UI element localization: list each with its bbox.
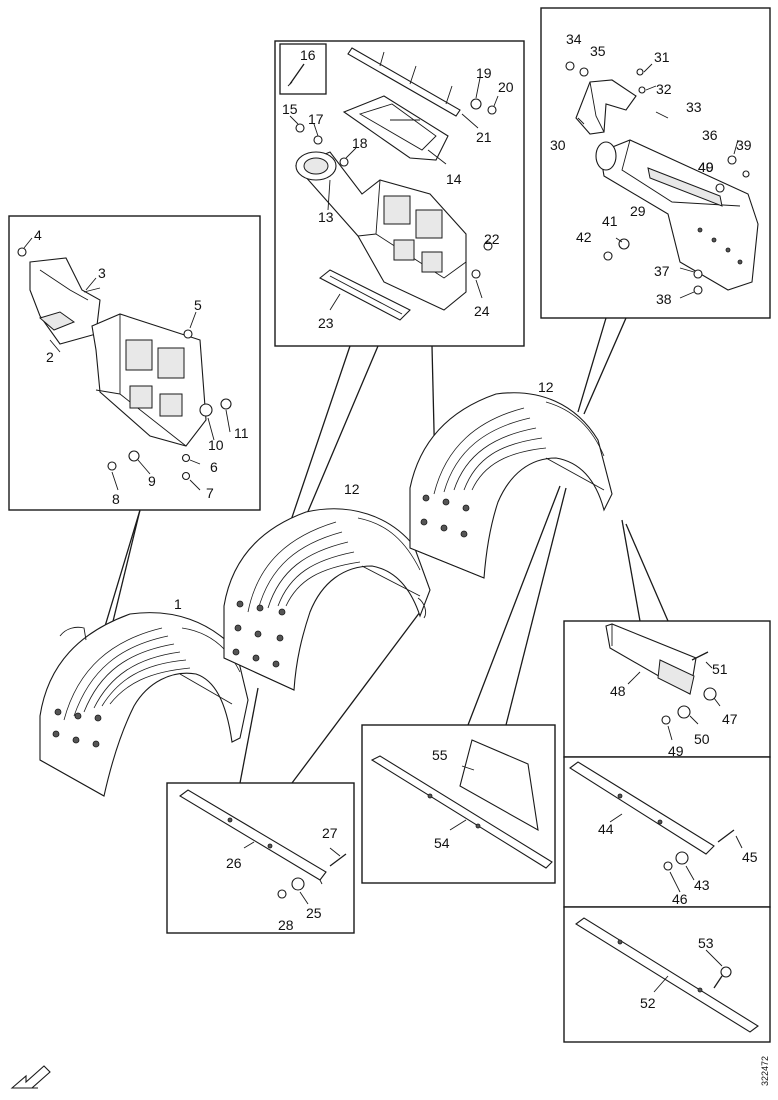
part-number-28: 28 xyxy=(278,917,294,933)
part-number-20: 20 xyxy=(498,79,514,95)
fender-part-1 xyxy=(39,612,249,797)
part-number-30: 30 xyxy=(550,137,566,153)
panel-bottom-left xyxy=(166,782,355,934)
fender-part-12-right xyxy=(409,392,613,579)
part-number-9: 9 xyxy=(148,473,156,489)
part-number-4: 4 xyxy=(34,227,42,243)
part-number-38: 38 xyxy=(656,291,672,307)
part-number-3: 3 xyxy=(98,265,106,281)
part-number-12-right: 12 xyxy=(538,379,554,395)
part-number-31: 31 xyxy=(654,49,670,65)
part-number-labels: 1 2 3 4 5 6 7 8 9 10 11 12 12 13 14 15 1… xyxy=(34,31,758,1011)
part-number-12-middle: 12 xyxy=(344,481,360,497)
part-number-35: 35 xyxy=(590,43,606,59)
part-number-46: 46 xyxy=(672,891,688,907)
part-number-51: 51 xyxy=(712,661,728,677)
part-number-25: 25 xyxy=(306,905,322,921)
part-number-11: 11 xyxy=(234,425,249,441)
part-number-14: 14 xyxy=(446,171,462,187)
panel-top-middle xyxy=(274,40,525,347)
part-number-7: 7 xyxy=(206,485,214,501)
part-number-17: 17 xyxy=(308,111,324,127)
part-number-40: 40 xyxy=(698,159,714,175)
part-number-18: 18 xyxy=(352,135,368,151)
part-number-49-upper: 49 xyxy=(698,159,714,175)
part-number-5: 5 xyxy=(194,297,202,313)
part-number-15: 15 xyxy=(282,101,298,117)
fender-part-12-middle xyxy=(223,508,431,691)
part-number-44: 44 xyxy=(598,821,614,837)
part-number-27: 27 xyxy=(322,825,338,841)
part-number-39: 39 xyxy=(736,137,752,153)
panel-right-3 xyxy=(563,906,771,1043)
part-number-21: 21 xyxy=(476,129,492,145)
panel-top-right xyxy=(540,7,771,319)
part-number-2: 2 xyxy=(46,349,54,365)
panel-right-1 xyxy=(563,620,771,758)
part-number-33: 33 xyxy=(686,99,702,115)
part-number-8: 8 xyxy=(112,491,120,507)
part-number-10: 10 xyxy=(208,437,224,453)
part-number-6: 6 xyxy=(210,459,218,475)
part-number-32: 32 xyxy=(656,81,672,97)
part-number-48: 48 xyxy=(610,683,626,699)
part-number-36: 36 xyxy=(702,127,718,143)
panel-bottom-middle xyxy=(361,724,556,884)
part-number-22: 22 xyxy=(484,231,500,247)
part-number-42: 42 xyxy=(576,229,592,245)
part-number-19: 19 xyxy=(476,65,492,81)
part-number-49-lower: 49 xyxy=(668,743,684,759)
direction-arrow-icon xyxy=(10,1065,51,1089)
part-number-54: 54 xyxy=(434,835,450,851)
part-number-29: 29 xyxy=(630,203,646,219)
panel-right-2 xyxy=(563,756,771,908)
part-number-53: 53 xyxy=(698,935,714,951)
part-number-13: 13 xyxy=(318,209,334,225)
part-number-34: 34 xyxy=(566,31,582,47)
part-number-45: 45 xyxy=(742,849,758,865)
part-number-1: 1 xyxy=(174,596,182,612)
part-number-26: 26 xyxy=(226,855,242,871)
part-number-16: 16 xyxy=(300,47,316,63)
part-number-47: 47 xyxy=(722,711,738,727)
panel-leader-lines xyxy=(77,317,669,784)
part-number-41: 41 xyxy=(602,213,618,229)
part-number-23: 23 xyxy=(318,315,334,331)
part-number-24: 24 xyxy=(474,303,490,319)
document-id: 322472 xyxy=(760,1056,770,1086)
part-number-43: 43 xyxy=(694,877,710,893)
part-number-52: 52 xyxy=(640,995,656,1011)
panel-top-left xyxy=(8,215,261,511)
part-number-37: 37 xyxy=(654,263,670,279)
part-number-50: 50 xyxy=(694,731,710,747)
part-number-55: 55 xyxy=(432,747,448,763)
